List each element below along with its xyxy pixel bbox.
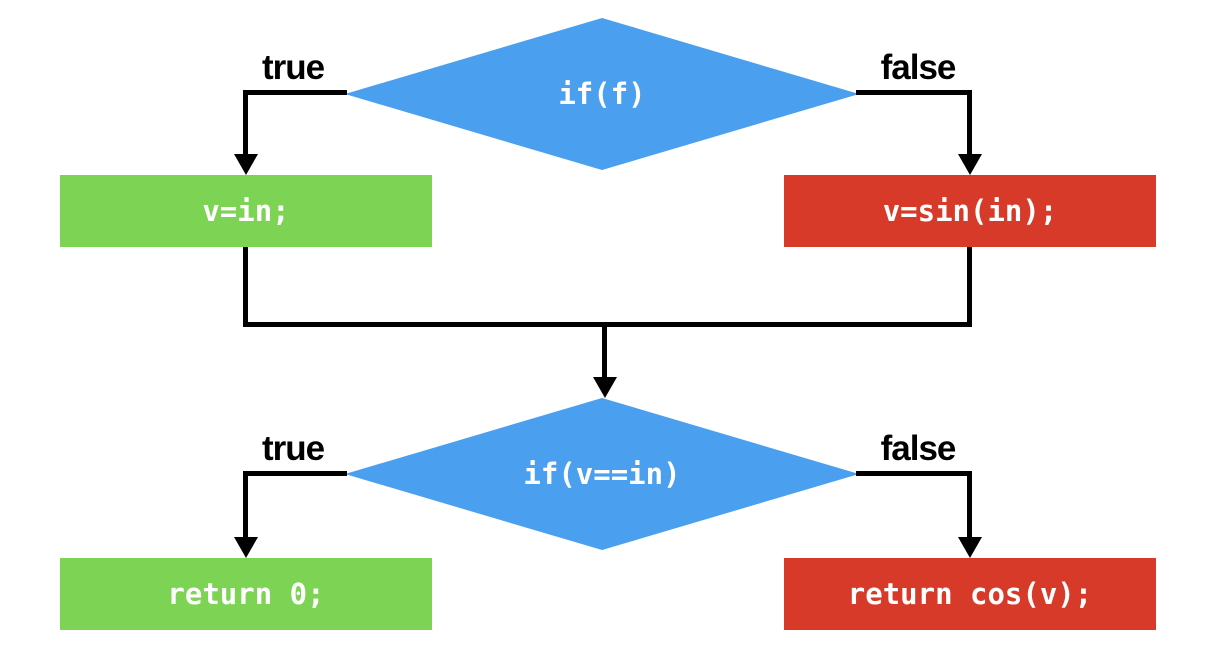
arrowhead-down-icon xyxy=(958,154,982,175)
connector-true2-horizontal xyxy=(243,471,347,476)
connector-true1-vertical xyxy=(243,90,248,156)
process-node-v-sin-in-label: v=sin(in); xyxy=(882,194,1058,228)
arrowhead-down-icon xyxy=(234,537,258,558)
connector-true1-horizontal xyxy=(243,90,347,95)
decision-node-if-v-eq-in-label: if(v==in) xyxy=(523,457,681,491)
process-node-v-in: v=in; xyxy=(60,175,432,247)
branch-label-false-2: false xyxy=(880,429,957,468)
connector-merge-right-vertical xyxy=(967,247,972,327)
process-node-v-in-label: v=in; xyxy=(202,194,290,228)
decision-node-if-f: if(f) xyxy=(345,18,859,170)
connector-merge-horizontal xyxy=(243,322,972,327)
connector-false2-vertical xyxy=(967,471,972,537)
arrowhead-down-icon xyxy=(958,537,982,558)
connector-merge-left-vertical xyxy=(243,247,248,327)
connector-false2-horizontal xyxy=(856,471,972,476)
branch-label-true-1: true xyxy=(261,48,325,87)
connector-false1-vertical xyxy=(967,90,972,156)
decision-node-if-v-eq-in: if(v==in) xyxy=(345,398,859,550)
process-node-return-0: return 0; xyxy=(60,558,432,630)
connector-merge-center-vertical xyxy=(602,322,607,380)
arrowhead-down-icon xyxy=(593,377,617,398)
process-node-return-cos-v-label: return cos(v); xyxy=(847,577,1093,611)
connector-true2-vertical xyxy=(243,471,248,537)
process-node-v-sin-in: v=sin(in); xyxy=(784,175,1156,247)
decision-node-if-f-label: if(f) xyxy=(558,77,646,111)
arrowhead-down-icon xyxy=(234,154,258,175)
branch-label-false-1: false xyxy=(880,48,957,87)
process-node-return-0-label: return 0; xyxy=(167,577,325,611)
connector-false1-horizontal xyxy=(856,90,972,95)
process-node-return-cos-v: return cos(v); xyxy=(784,558,1156,630)
branch-label-true-2: true xyxy=(261,429,325,468)
